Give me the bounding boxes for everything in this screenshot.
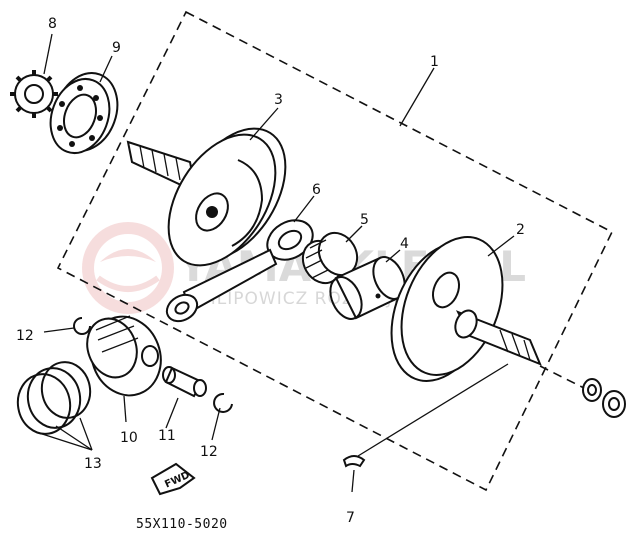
callout-10: 10 bbox=[120, 430, 138, 446]
callout-7: 7 bbox=[346, 510, 355, 526]
callout-5: 5 bbox=[360, 212, 369, 228]
part-left-crank bbox=[126, 127, 287, 267]
part-needle-bearing bbox=[301, 231, 359, 285]
leader-lines bbox=[35, 33, 515, 493]
part-piston-pin bbox=[162, 366, 207, 398]
part-code: 55X110-5020 bbox=[136, 517, 228, 532]
part-shaft-nuts bbox=[539, 365, 626, 418]
callout-12-left: 12 bbox=[16, 328, 34, 344]
part-connecting-rod bbox=[165, 219, 314, 323]
callout-11: 11 bbox=[158, 428, 176, 444]
part-piston-rings bbox=[16, 361, 92, 435]
part-right-crank bbox=[390, 236, 542, 382]
callout-2: 2 bbox=[516, 222, 525, 238]
part-piston bbox=[86, 315, 162, 397]
watermark-logo-icon bbox=[82, 222, 174, 314]
callout-8: 8 bbox=[48, 16, 57, 32]
callout-6: 6 bbox=[312, 182, 321, 198]
assembly-boundary bbox=[56, 10, 614, 492]
part-circlip-left bbox=[73, 317, 91, 335]
part-sprocket bbox=[10, 70, 58, 118]
callout-1: 1 bbox=[430, 54, 439, 70]
part-ball-bearing bbox=[49, 72, 119, 154]
callout-9: 9 bbox=[112, 40, 121, 56]
part-crank-pin bbox=[329, 256, 406, 320]
key-leader-line bbox=[357, 363, 509, 457]
callout-labels: 1 2 3 4 5 6 7 8 9 10 11 12 12 13 bbox=[16, 16, 525, 526]
part-woodruff-key bbox=[342, 455, 366, 468]
callout-13: 13 bbox=[84, 456, 102, 472]
callout-12-right: 12 bbox=[200, 444, 218, 460]
part-circlip-right bbox=[213, 392, 233, 413]
callout-3: 3 bbox=[274, 92, 283, 108]
fwd-direction-mark: FWD bbox=[150, 462, 196, 496]
callout-4: 4 bbox=[400, 236, 409, 252]
